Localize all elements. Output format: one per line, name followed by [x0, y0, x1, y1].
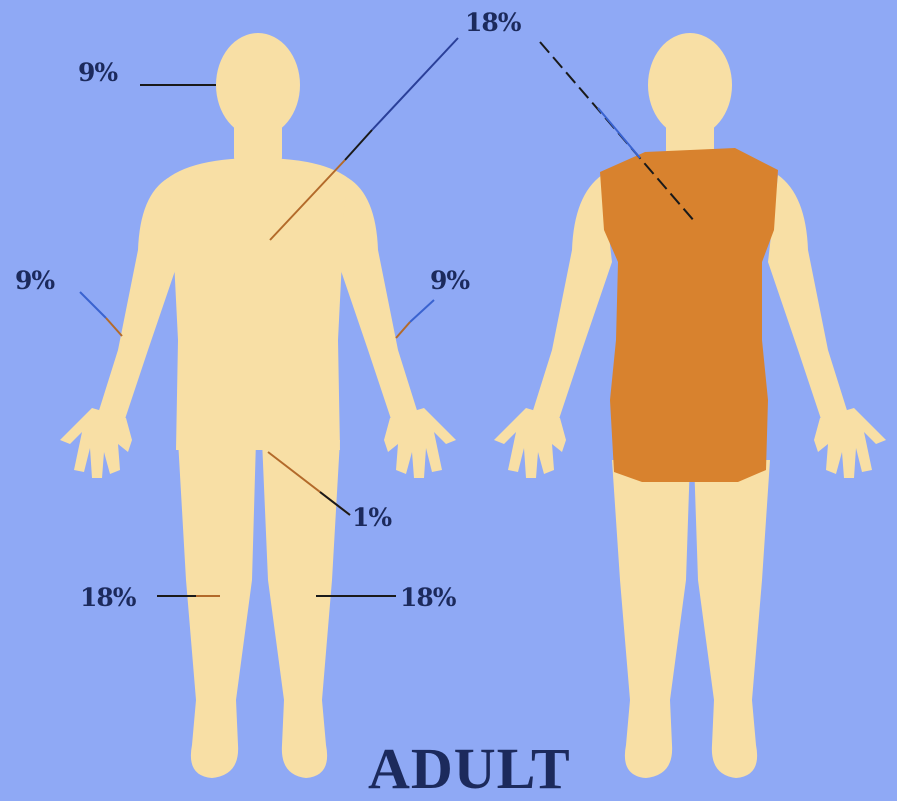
label-head: 9% — [78, 60, 117, 85]
arm-left-leader-orange — [396, 322, 410, 338]
back-leg-right-of-body — [694, 460, 770, 778]
back-arm-right-of-body — [768, 175, 850, 428]
back-hand-right-of-body — [814, 408, 886, 478]
label-leg-right: 18% — [80, 585, 136, 610]
label-genital: 1% — [352, 505, 391, 530]
front-torso — [160, 158, 356, 450]
arm-right-leader-orange — [106, 318, 122, 336]
front-figure — [60, 33, 456, 778]
arm-right-leader — [80, 292, 106, 318]
front-hand-left-of-body — [384, 408, 456, 478]
label-leg-left: 18% — [400, 585, 456, 610]
trunk-leader-front-dark — [345, 130, 372, 160]
arm-left-leader — [410, 300, 434, 322]
label-trunk: 18% — [465, 10, 521, 35]
front-arm-left-of-body — [338, 178, 420, 428]
trunk-leader-front-blue — [372, 38, 458, 130]
front-hand-right-of-body — [60, 408, 132, 478]
back-trunk-highlight — [600, 148, 778, 482]
front-leg-right-of-body — [178, 440, 256, 778]
trunk-leader-back-blue — [598, 108, 640, 158]
back-arm-left-of-body — [530, 175, 612, 428]
label-arm-left: 9% — [430, 268, 469, 293]
back-leg-left-of-body — [612, 460, 690, 778]
label-arm-right: 9% — [15, 268, 54, 293]
back-hand-left-of-body — [494, 408, 566, 478]
front-leg-left-of-body — [262, 440, 340, 778]
diagram-title: ADULT — [368, 740, 571, 798]
back-figure — [494, 33, 886, 778]
front-arm-right-of-body — [96, 178, 178, 428]
